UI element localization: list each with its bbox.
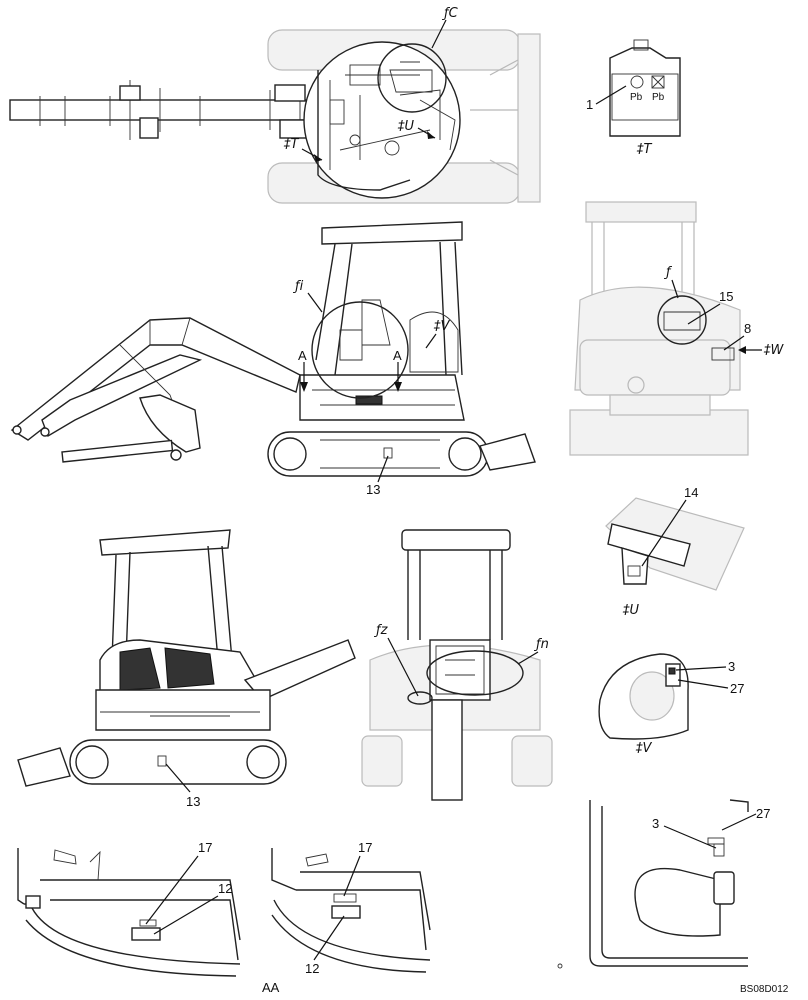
callout-17-right: 17 — [358, 840, 372, 855]
callout-17-left: 17 — [198, 840, 212, 855]
callout-15: 15 — [719, 289, 733, 304]
view-label-fi: ƒi — [292, 279, 304, 294]
cab-detail-illustration — [557, 799, 749, 969]
front-view-excavator — [361, 529, 553, 801]
callout-8: 8 — [744, 321, 751, 336]
callout-14: 14 — [684, 485, 698, 500]
view-caption-fu: ‡U — [622, 603, 640, 618]
view-label-fn: ƒn — [533, 637, 549, 652]
callout-27-detail: 27 — [730, 681, 744, 696]
view-label-f-rear: ƒ — [663, 265, 673, 280]
view-label-a-left: A — [298, 348, 307, 363]
view-label-aa: AA — [262, 980, 280, 995]
view-label-fv-side: ‡V — [433, 319, 451, 334]
aa-detail-right — [271, 848, 431, 973]
view-label-fw: ‡W — [763, 343, 785, 358]
view-label-fc: ƒC — [441, 6, 459, 21]
view-label-ft-top: ‡T — [283, 137, 300, 152]
side-view-excavator-2 — [17, 529, 356, 787]
callout-13-side: 13 — [366, 482, 380, 497]
battery-pb-label-2: Pb — [652, 92, 665, 103]
callout-1: 1 — [586, 97, 593, 112]
callout-12-left: 12 — [218, 881, 232, 896]
callout-3-detail: 3 — [728, 659, 735, 674]
view-caption-ft: ‡T — [636, 142, 653, 157]
callout-13-side2: 13 — [186, 794, 200, 809]
detail-v-illustration — [598, 653, 689, 740]
battery-illustration: Pb Pb — [609, 39, 681, 137]
detail-u-illustration — [605, 497, 745, 591]
top-view-excavator — [9, 29, 541, 204]
callout-27-cab: 27 — [756, 806, 770, 821]
view-label-a-right: A — [393, 348, 402, 363]
view-label-fu-top: ‡U — [397, 119, 415, 134]
battery-pb-label-1: Pb — [630, 92, 643, 103]
view-caption-fv: ‡V — [635, 741, 653, 756]
rear-view-excavator — [569, 201, 749, 456]
drawing-code: BS08D012 — [740, 984, 789, 995]
side-view-excavator — [10, 221, 536, 477]
aa-detail-left — [17, 848, 241, 977]
callout-3-cab: 3 — [652, 816, 659, 831]
view-label-fz: ƒz — [373, 623, 389, 638]
callout-12-right: 12 — [305, 961, 319, 976]
